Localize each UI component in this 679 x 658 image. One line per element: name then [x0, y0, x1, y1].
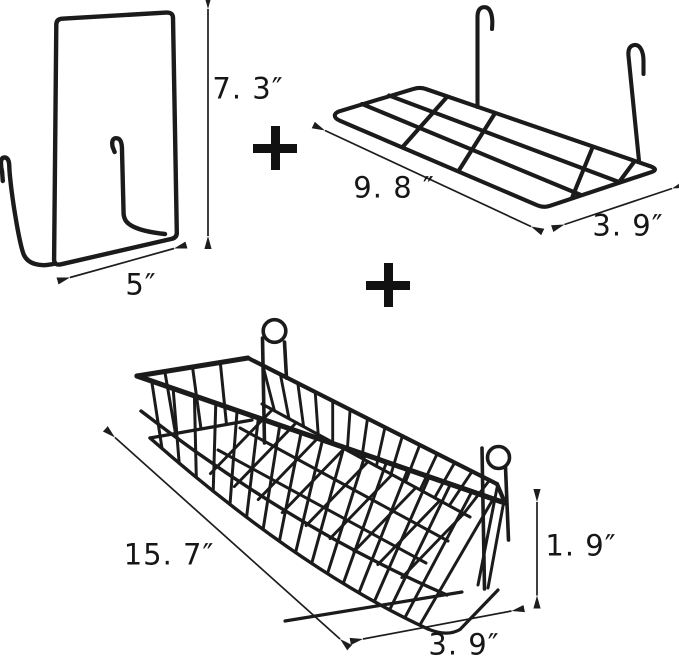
shelf-hook-right	[626, 42, 646, 164]
shelf-depth-arrow	[551, 180, 679, 233]
plus-icon	[366, 263, 410, 307]
basket-depth-label: 3. 9″	[428, 627, 500, 658]
shelf-hook-left	[475, 5, 495, 110]
basket-depth-arrow	[349, 605, 525, 645]
basket-illustration	[134, 317, 512, 635]
bracket-inner-hook	[109, 136, 168, 237]
basket-wires	[150, 361, 495, 627]
basket-rim-right	[494, 481, 508, 506]
basket-hook-right	[480, 444, 512, 591]
bracket-width-label: 5″	[125, 267, 157, 302]
bracket-panel	[51, 10, 179, 267]
basket-length-label: 15. 7″	[123, 537, 215, 572]
basket-rim-left	[134, 355, 251, 379]
bracket-outer-hook	[0, 155, 58, 268]
basket-rim-back	[245, 355, 500, 487]
dimension-arrows	[56, 0, 679, 651]
plus-icon	[253, 126, 297, 170]
bracket-width-arrow	[56, 241, 188, 285]
bracket-illustration	[0, 10, 179, 268]
shelf-depth-label: 3. 9″	[592, 208, 664, 243]
bracket-height-label: 7. 3″	[212, 71, 284, 106]
basket-bottom-back-rail	[283, 590, 464, 623]
shelf-frame	[332, 85, 657, 209]
basket-length-arrow	[102, 426, 353, 651]
basket-right-end-wire	[486, 504, 505, 590]
basket-hook-middle	[260, 317, 289, 445]
basket-right-end-wire	[476, 486, 499, 587]
basket-height-label: 1. 9″	[545, 528, 617, 563]
shelf-length-label: 9. 8 ″	[353, 170, 435, 205]
shelf-length-arrow	[311, 121, 545, 236]
basket-floor-back-edge	[260, 402, 472, 519]
shelf-cross-wire	[617, 159, 637, 184]
